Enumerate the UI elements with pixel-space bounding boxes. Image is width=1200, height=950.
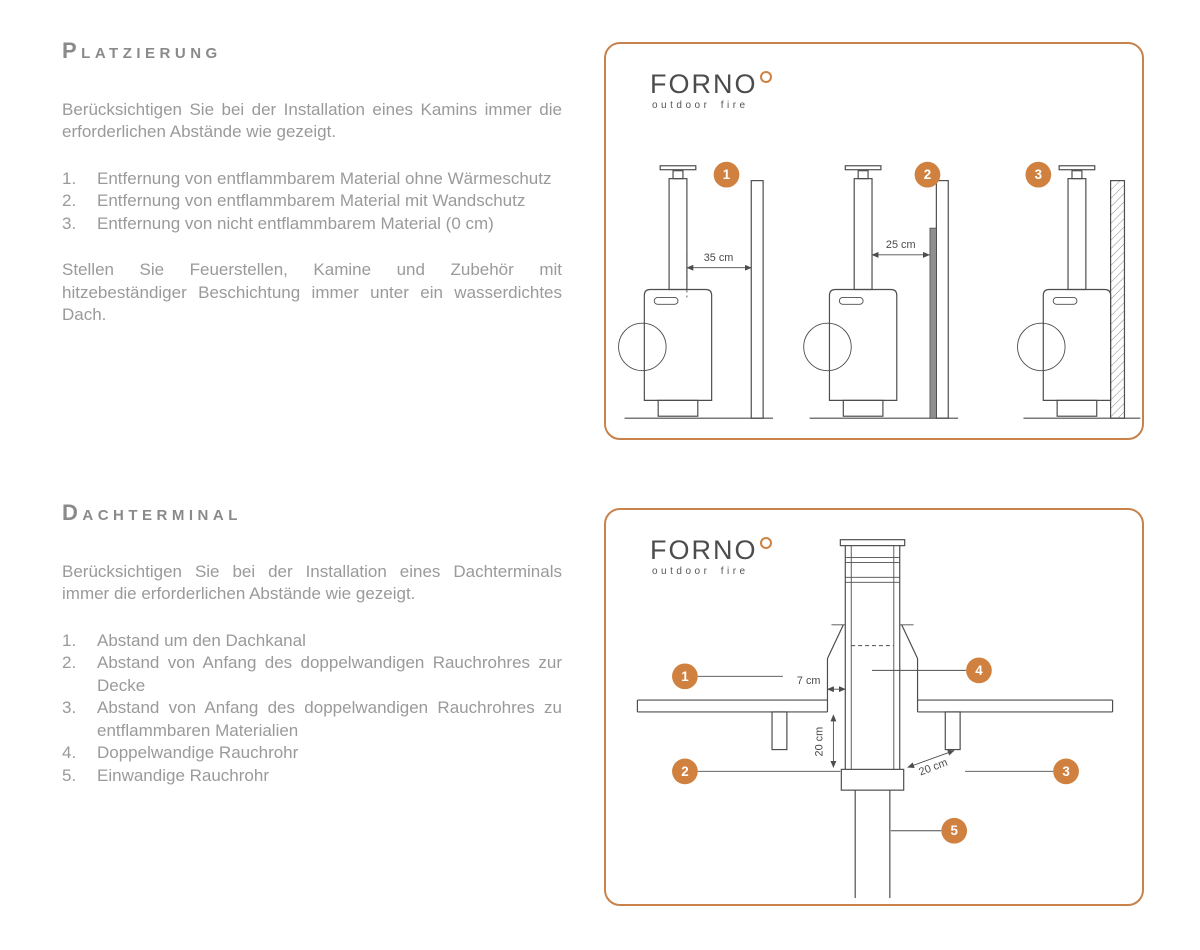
single-wall-flue-pipe: [854, 790, 891, 899]
list-item-text: Abstand von Anfang des doppelwandigen Ra…: [97, 698, 562, 740]
list-item-number: 3.: [62, 213, 77, 233]
badge-3-number: 3: [1035, 167, 1042, 182]
list-item: 2. Abstand von Anfang des doppelwandigen…: [62, 652, 562, 697]
placement-section: Platzierung Berücksichtigen Sie bei der …: [62, 38, 562, 351]
list-item-text: Entfernung von entflammbarem Material mi…: [97, 191, 526, 210]
non-flammable-wall: [1110, 180, 1126, 419]
dimension-label: 35 cm: [704, 252, 734, 264]
ceiling-joist: [944, 711, 961, 751]
forno-logo-subtext: outdoor fire: [652, 566, 749, 577]
wall: [750, 180, 764, 419]
forno-logo-subtext: outdoor fire: [652, 100, 749, 111]
list-item-text: Entfernung von entflammbarem Material oh…: [97, 168, 552, 188]
dimension-label: 25 cm: [886, 239, 916, 251]
badge-5-number: 5: [950, 823, 958, 838]
leader-lines: [697, 669, 1054, 832]
roof-terminal-diagram: 7 cm 20 cm 20 cm 1 2 3 4 5: [636, 539, 1114, 899]
list-item-number: 1.: [62, 630, 77, 650]
list-item-number: 3.: [62, 698, 77, 717]
materials-distance-arrow: [907, 749, 955, 768]
pipe-cap: [839, 539, 906, 547]
forno-logo-ring-icon: [759, 537, 772, 549]
badge-2-number: 2: [924, 167, 931, 182]
badge-3: [1053, 758, 1079, 785]
forno-logo-ring-icon: [759, 71, 772, 83]
list-item-text: Abstand um den Dachkanal: [97, 630, 306, 650]
placement-diagram: 35 cm 1 25 cm 2 3: [617, 161, 1141, 419]
badge-5: [941, 817, 968, 844]
list-item: 1. Abstand um den Dachkanal: [62, 630, 562, 653]
badge-2: [914, 161, 941, 188]
roof-terminal-intro: Berücksichtigen Sie bei der Installation…: [62, 561, 562, 604]
list-item: 3. Entfernung von nicht entflammbarem Ma…: [62, 213, 562, 236]
badge-4-number: 4: [975, 663, 983, 678]
list-item-text: Einwandige Rauchrohr: [97, 765, 269, 785]
dimension-label-ceiling: 20 cm: [814, 727, 826, 757]
list-item: 4. Doppelwandige Rauchrohr: [62, 742, 562, 765]
wall: [935, 180, 949, 419]
placement-figure: FORNO outdoor fire: [604, 42, 1144, 440]
list-item-text: Abstand von Anfang des doppelwandigen Ra…: [97, 653, 562, 695]
badge-1: [672, 663, 698, 690]
badge-3: [1025, 161, 1052, 188]
forno-logo: FORNO outdoor fire: [650, 70, 772, 111]
dimension-label-materials: 20 cm: [917, 757, 949, 779]
forno-logo: FORNO outdoor fire: [650, 536, 772, 577]
placement-list: 1. Entfernung von entflammbarem Material…: [62, 168, 562, 236]
roof-terminal-title: Dachterminal: [62, 500, 242, 525]
stove-variant-no-protection: 35 cm 1: [617, 161, 774, 419]
double-wall-flue-pipe: [839, 539, 906, 770]
roof-terminal-figure: FORNO outdoor fire: [604, 508, 1144, 906]
list-item-number: 4.: [62, 743, 77, 762]
measurements: 7 cm 20 cm 20 cm: [797, 675, 955, 779]
forno-logo-text: FORNO: [650, 535, 758, 565]
ceiling-joist: [771, 711, 788, 751]
list-item-text: Doppelwandige Rauchrohr: [97, 743, 299, 762]
badge-1-number: 1: [723, 167, 731, 182]
roof-terminal-section: Dachterminal Berücksichtigen Sie bei der…: [62, 500, 562, 811]
list-item: 2. Entfernung von entflammbarem Material…: [62, 190, 562, 213]
wall-protection-panel: [929, 227, 937, 419]
roof-terminal-list: 1. Abstand um den Dachkanal 2. Abstand v…: [62, 630, 562, 788]
list-item-number: 5.: [62, 765, 77, 785]
list-item-number: 1.: [62, 168, 77, 188]
placement-outro: Stellen Sie Feuerstellen, Kamine und Zub…: [62, 260, 562, 324]
badge-3-number: 3: [1062, 764, 1069, 779]
list-item: 5. Einwandige Rauchrohr: [62, 765, 562, 788]
list-item: 1. Entfernung von entflammbarem Material…: [62, 168, 562, 191]
stove-variant-non-flammable: 3: [1016, 161, 1141, 419]
badge-2: [672, 758, 698, 785]
pipe-adapter: [840, 768, 905, 791]
list-item: 3. Abstand von Anfang des doppelwandigen…: [62, 697, 562, 742]
forno-logo-text: FORNO: [650, 69, 758, 99]
badge-4: [966, 657, 992, 684]
badge-1: [713, 161, 740, 188]
roof-ceiling: [636, 699, 1114, 751]
stove-variant-wall-protection: 25 cm 2: [803, 161, 959, 419]
badge-2-number: 2: [681, 764, 688, 779]
placement-title: Platzierung: [62, 38, 222, 63]
list-item-number: 2.: [62, 653, 77, 672]
dimension-label-duct-gap: 7 cm: [797, 675, 821, 687]
list-item-number: 2.: [62, 191, 77, 210]
badge-1-number: 1: [681, 669, 689, 684]
list-item-text: Entfernung von nicht entflammbarem Mater…: [97, 213, 494, 233]
placement-intro: Berücksichtigen Sie bei der Installation…: [62, 99, 562, 142]
roof-flashing: [826, 624, 919, 712]
